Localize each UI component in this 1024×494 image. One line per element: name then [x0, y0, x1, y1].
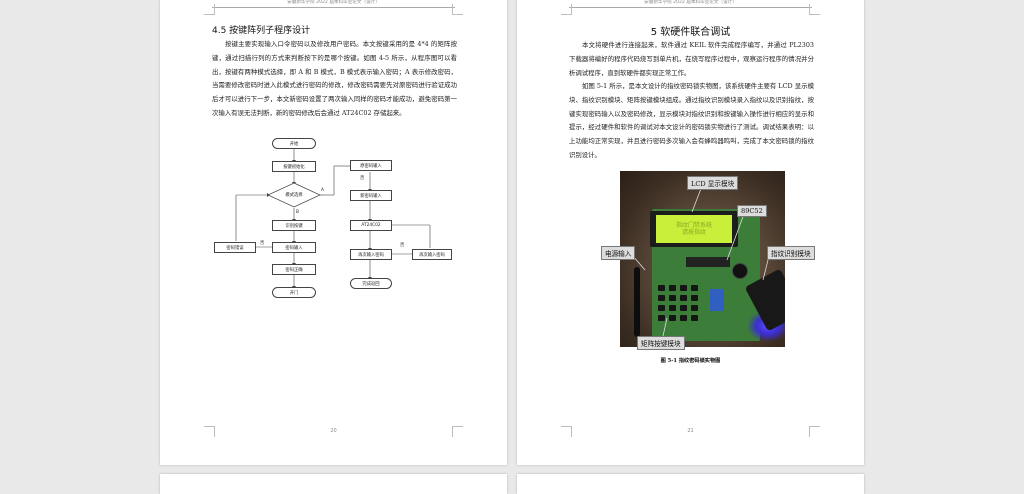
crop-mark	[452, 4, 463, 15]
matrix-keypad	[658, 285, 704, 325]
buzzer	[732, 263, 748, 279]
flowchart-recognize-key: 识别按键	[272, 220, 316, 231]
flowchart-password-wrong: 密码错误	[214, 242, 256, 253]
flowchart-init: 按键初始化	[272, 161, 316, 172]
no-label: 否	[360, 176, 365, 181]
flowchart-unlock: 开门	[272, 287, 316, 298]
running-header: 安徽新华学院 2022 届本科毕业论文（设计）	[644, 0, 737, 5]
flowchart-old-password: 原密码输入	[350, 160, 392, 171]
body-paragraph: 按键主要实现输入口令密码以及修改用户密码。本文按键采用的是 4*4 的矩阵按键，…	[212, 40, 457, 117]
flowchart-done: 完成返回	[350, 278, 392, 289]
document-page-right: 安徽新华学院 2022 届本科毕业论文（设计） 5 软硬件联合调试 本文将硬件进…	[517, 0, 864, 465]
decision-diamond	[267, 182, 321, 208]
callout-mcu: 89C52	[737, 205, 767, 217]
page-number: 20	[330, 428, 337, 434]
callout-lcd-module: LCD 显示模块	[687, 176, 739, 190]
flowchart-new-password: 新密码输入	[350, 190, 392, 201]
section-title: 4.5 按键阵列子程序设计	[212, 26, 311, 36]
document-page-next-right	[517, 474, 864, 494]
lcd-text-line: 请按指纹	[681, 229, 706, 236]
chapter-title: 5 软硬件联合调试	[650, 27, 731, 38]
callout-lines	[632, 185, 770, 337]
document-page-left: 安徽新华学院 2022 届本科毕业论文（设计） 4.5 按键阵列子程序设计 按键…	[160, 0, 507, 465]
power-cable	[634, 267, 640, 337]
flowchart-connectors	[235, 149, 431, 289]
lcd-text-line: 指纹门禁系统	[675, 222, 712, 229]
callout-keypad-module: 矩阵按键模块	[637, 336, 685, 350]
no-label: 否	[400, 243, 405, 248]
crop-mark	[561, 426, 572, 437]
figure-caption: 图 5-1 指纹密码锁实物图	[660, 358, 721, 364]
callout-fingerprint-module: 指纹识别模块	[767, 246, 815, 260]
running-header: 安徽新华学院 2022 届本科毕业论文（设计）	[287, 0, 380, 5]
crop-mark	[204, 4, 215, 15]
mcu-chip	[686, 257, 730, 267]
flowchart-reenter-password-2: 再次输入密码	[412, 249, 452, 260]
page-number: 21	[687, 428, 694, 434]
flowchart-password-input: 密码输入	[272, 242, 316, 253]
crop-mark	[809, 4, 820, 15]
branch-label-a: A	[321, 188, 324, 193]
flowchart-start: 开始	[272, 138, 316, 149]
flowchart-mode-select: 模式选择	[285, 193, 303, 198]
device-photo: 指纹门禁系统 请按指纹	[620, 171, 785, 347]
flowchart-password-correct: 密码正确	[272, 264, 316, 275]
header-rule	[569, 7, 812, 8]
relay-module	[710, 289, 724, 311]
no-label: 否	[260, 241, 265, 246]
crop-mark	[809, 426, 820, 437]
body-paragraph: 本文将硬件进行连接起来，软件通过 KEIL 软件完成程序编写，并通过 PL230…	[569, 41, 814, 77]
document-page-next-left	[160, 474, 507, 494]
flowchart-at24c02: AT24C02	[350, 220, 392, 231]
crop-mark	[204, 426, 215, 437]
crop-mark	[452, 426, 463, 437]
flowchart-reenter-password: 再次输入密码	[350, 249, 392, 260]
callout-power-input: 电源输入	[601, 246, 636, 260]
branch-label-b: B	[296, 210, 299, 215]
body-paragraph: 如图 5-1 所示，是本文设计的指纹密码锁实物图，该系统硬件主要有 LCD 显示…	[569, 82, 814, 159]
lcd-screen: 指纹门禁系统 请按指纹	[656, 215, 732, 243]
header-rule	[212, 7, 455, 8]
crop-mark	[561, 4, 572, 15]
